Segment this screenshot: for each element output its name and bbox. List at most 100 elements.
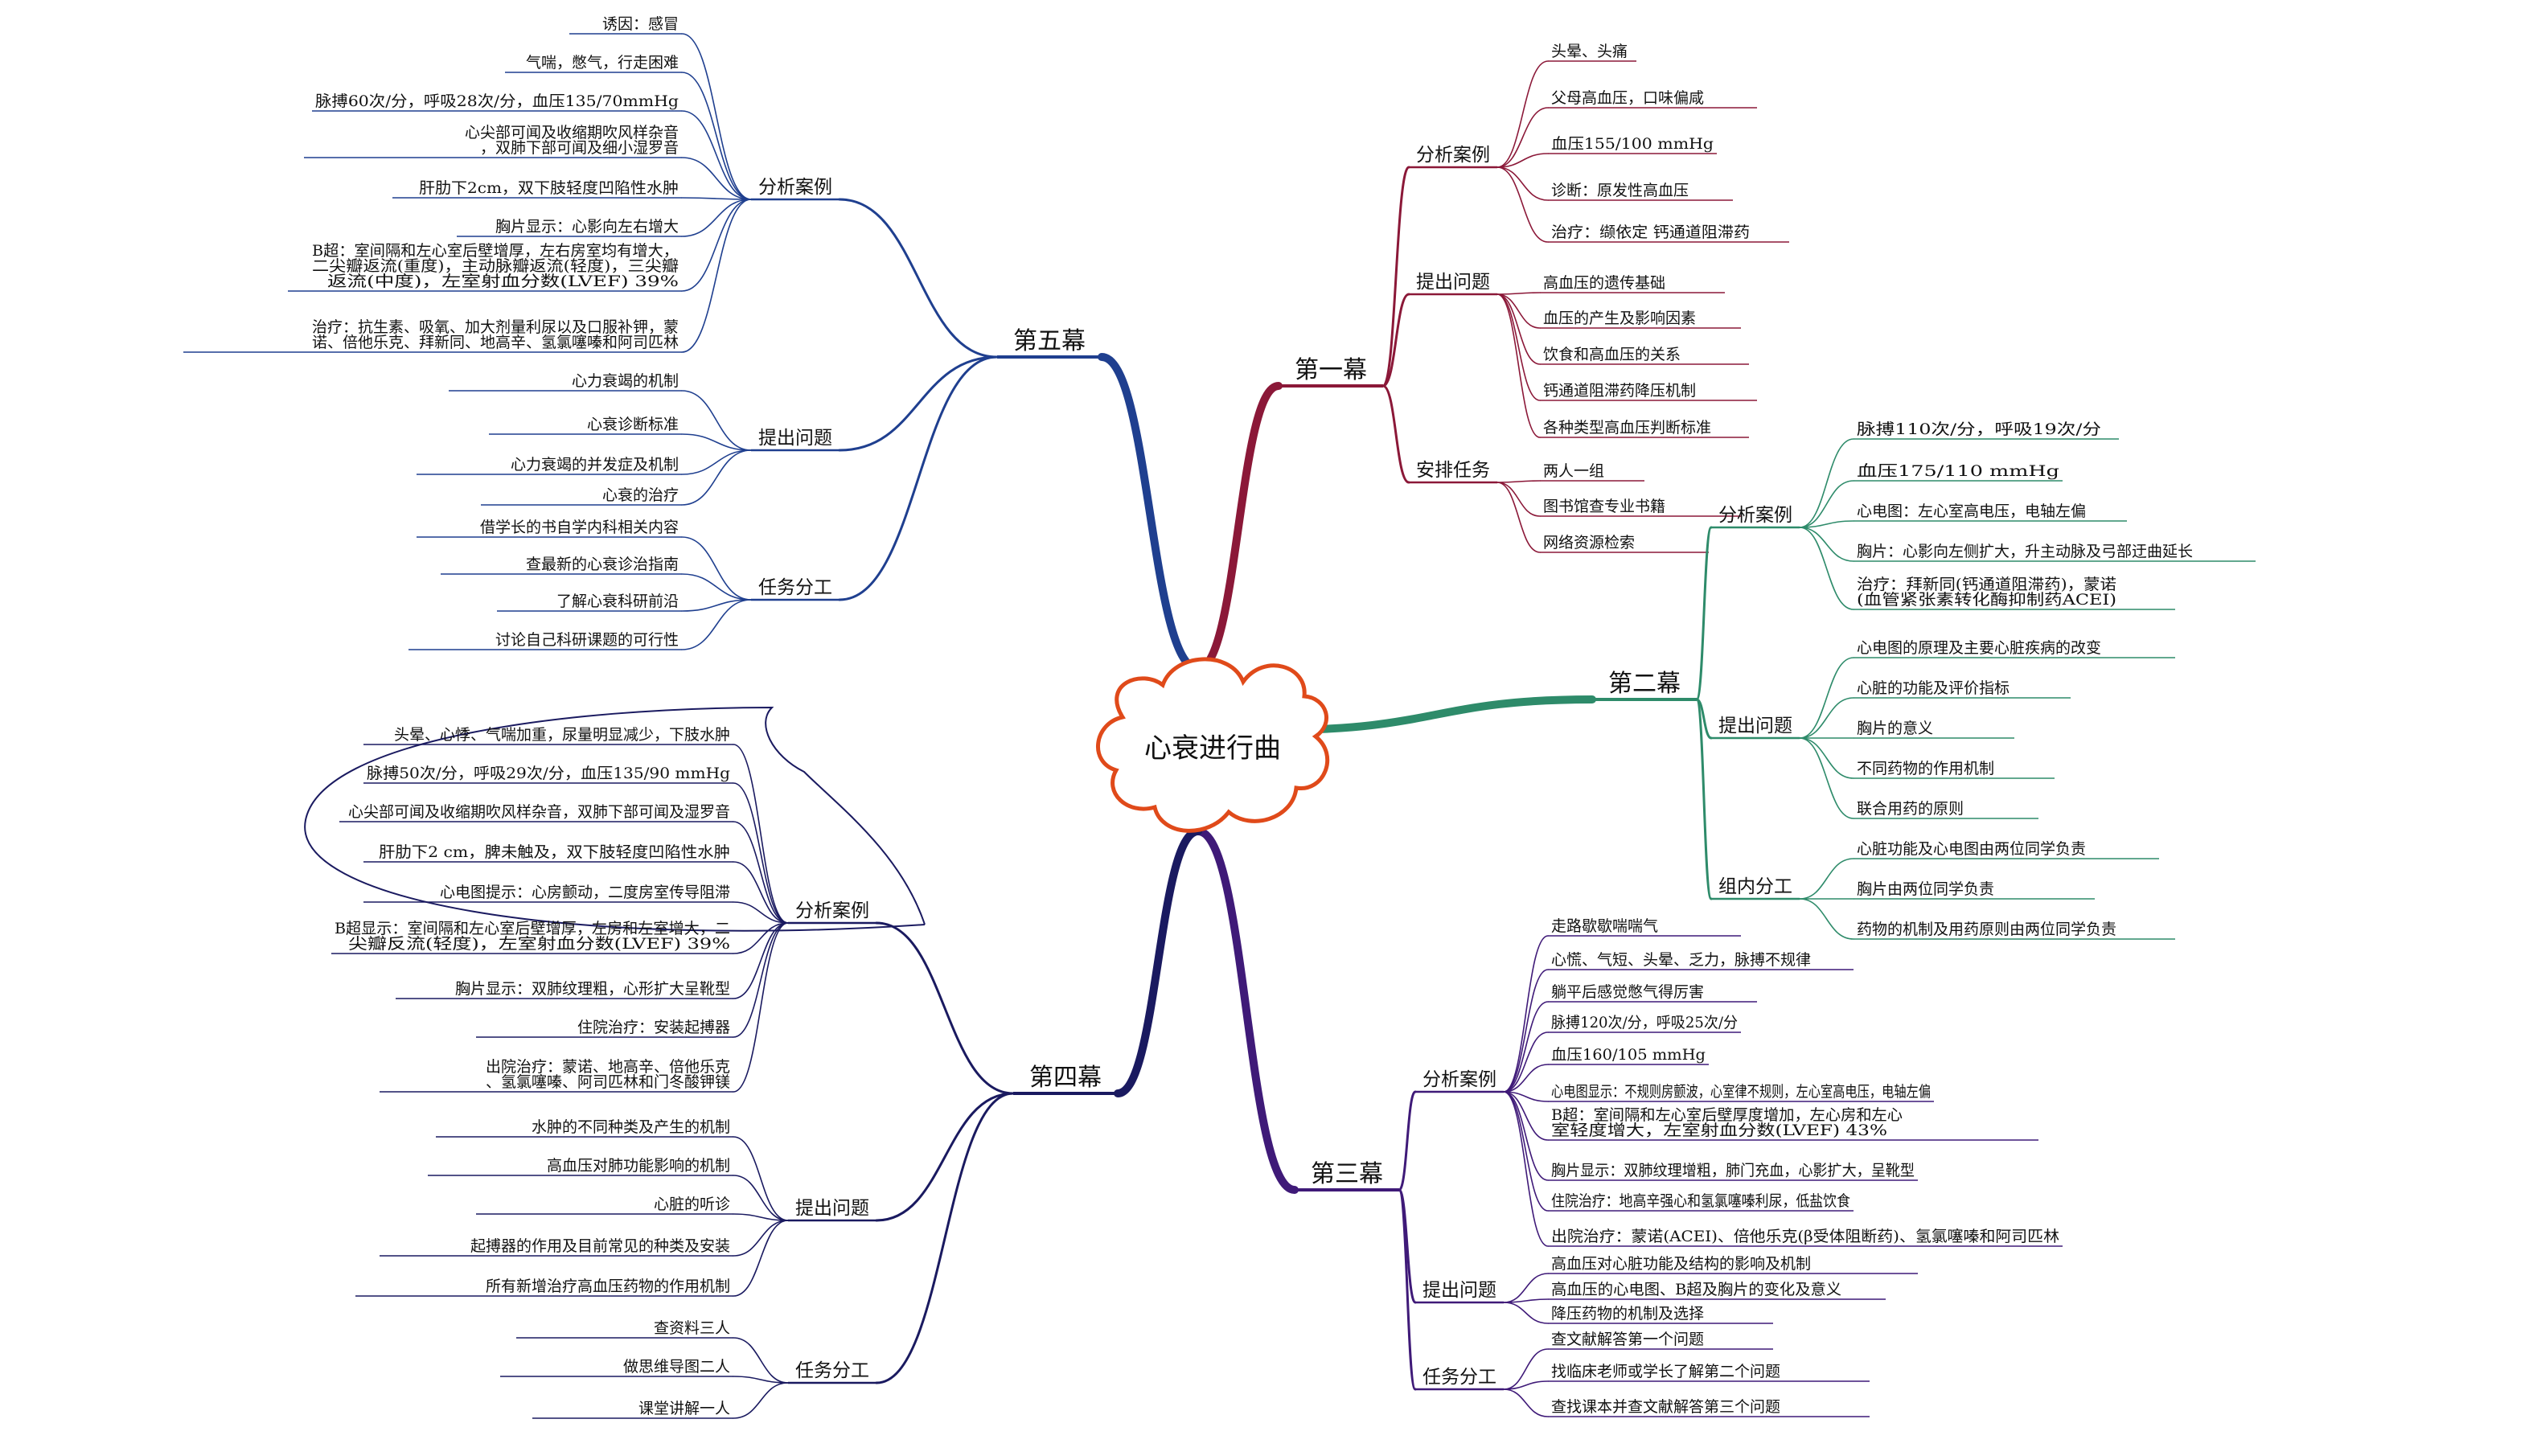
leaf-text: 出院治疗：蒙诺、地高辛、倍他乐克 xyxy=(486,1058,730,1076)
leaf-branch xyxy=(1503,1001,1549,1093)
leaf-branch xyxy=(1496,292,1541,295)
leaf-branch xyxy=(1503,1302,1549,1324)
leaf-text: 心衰诊断标准 xyxy=(587,416,679,433)
leaf-text: 血压160/105 mmHg xyxy=(1551,1046,1706,1064)
group-label: 提出问题 xyxy=(1423,1280,1496,1301)
leaf-text: 心衰的治疗 xyxy=(602,486,679,504)
leaf-text: 诺、倍他乐克、拜新同、地高辛、氢氯噻嗪和阿司匹林 xyxy=(312,334,679,351)
leaf-text: 室轻度增大，左室射血分数(LVEF) 43% xyxy=(1551,1122,1887,1139)
leaf-branch xyxy=(733,1136,789,1221)
group-label: 安排任务 xyxy=(1416,460,1490,481)
leaf-text: 饮食和高血压的关系 xyxy=(1543,346,1681,363)
leaf-text: 所有新增治疗高血压药物的作用机制 xyxy=(486,1278,730,1295)
leaf-text: 血压155/100 mmHg xyxy=(1551,135,1714,153)
leaf-branch xyxy=(1799,438,1854,528)
leaf-branch xyxy=(681,199,752,353)
leaf-branch xyxy=(681,110,752,200)
leaf-text: 治疗：拜新同(钙通道阻滞药)，蒙诺 xyxy=(1857,576,2116,593)
group-branch xyxy=(838,355,999,601)
leaf-branch xyxy=(1503,1380,1549,1390)
leaf-text: 胸片的意义 xyxy=(1857,720,1933,737)
leaf-text: 高血压对肺功能影响的机制 xyxy=(547,1157,730,1175)
leaf-text: 走路歇歇喘喘气 xyxy=(1551,917,1658,935)
leaf-text: 讨论自己科研课题的可行性 xyxy=(495,631,679,649)
leaf-text: 钙通道阻滞药降压机制 xyxy=(1543,382,1696,400)
leaf-branch xyxy=(733,1175,789,1221)
leaf-branch xyxy=(733,922,789,1038)
group-branch xyxy=(875,1092,1015,1384)
leaf-branch xyxy=(681,199,752,237)
act-label-act3: 第三幕 xyxy=(1311,1160,1383,1188)
group-label: 任务分工 xyxy=(1423,1367,1496,1388)
group-branch xyxy=(1398,1188,1417,1391)
group-label: 分析案例 xyxy=(1718,505,1792,526)
leaf-text: B超显示：室间隔和左心室后壁增厚，左房和左室增大，二 xyxy=(335,920,730,937)
leaf-branch xyxy=(1799,480,1854,528)
leaf-branch xyxy=(1799,697,1854,739)
leaf-text: (血管紧张素转化酶抑制药ACEI) xyxy=(1857,591,2116,609)
leaf-text: 肝肋下2cm，双下肢轻度凹陷性水肿 xyxy=(419,179,679,197)
leaf-text: 高血压的心电图、B超及胸片的变化及意义 xyxy=(1551,1281,1841,1298)
leaf-branch xyxy=(1799,737,1854,819)
leaf-text: 胸片由两位同学负责 xyxy=(1857,880,1994,898)
leaf-text: 课堂讲解一人 xyxy=(638,1400,730,1417)
leaf-text: 胸片显示：心影向左右增大 xyxy=(495,218,679,236)
leaf-branch xyxy=(1496,293,1541,365)
leaf-branch xyxy=(1799,898,1854,940)
leaf-text: 心电图提示：心房颤动，二度房室传导阻滞 xyxy=(440,884,730,901)
leaf-branch xyxy=(1496,482,1541,553)
leaf-branch xyxy=(733,861,789,924)
leaf-branch xyxy=(681,449,752,506)
leaf-text: 心力衰竭的并发症及机制 xyxy=(511,456,679,474)
leaf-branch xyxy=(1503,1388,1549,1417)
leaf-branch xyxy=(1496,482,1541,517)
act-label-act1: 第一幕 xyxy=(1295,356,1367,384)
leaf-branch xyxy=(1503,1091,1549,1102)
leaf-branch xyxy=(681,197,752,200)
cloud-shape xyxy=(1096,657,1330,833)
leaf-text: 血压175/110 mmHg xyxy=(1857,462,2059,480)
group-label: 分析案例 xyxy=(795,900,869,921)
leaf-text: 找临床老师或学长了解第二个问题 xyxy=(1551,1363,1780,1380)
group-label: 任务分工 xyxy=(758,577,832,598)
leaf-text: 各种类型高血压判断标准 xyxy=(1543,419,1711,437)
leaf-branch xyxy=(681,449,752,475)
leaf-text: 治疗：抗生素、吸氧、加大剂量利尿以及口服补钾，蒙 xyxy=(312,318,679,336)
leaf-text: 返流(中度)，左室射血分数(LVEF) 39% xyxy=(327,273,679,290)
leaf-branch xyxy=(1496,60,1549,168)
leaf-text: 住院治疗：地高辛强心和氢氯噻嗪利尿，低盐饮食 xyxy=(1551,1192,1850,1210)
leaf-branch xyxy=(733,782,789,924)
leaf-branch xyxy=(1503,1032,1549,1093)
leaf-text: 父母高血压，口味偏咸 xyxy=(1551,89,1704,107)
leaf-branch xyxy=(681,199,752,292)
leaf-branch xyxy=(733,1213,789,1221)
leaf-text: 两人一组 xyxy=(1543,462,1604,480)
leaf-text: B超：室间隔和左心室后壁增厚，左右房室均有增大， xyxy=(312,242,679,260)
leaf-text: 尖瓣反流(轻度)，左室射血分数(LVEF) 39% xyxy=(348,935,730,953)
leaf-text: 查找课本并查文献解答第三个问题 xyxy=(1551,1398,1780,1416)
leaf-branch xyxy=(1503,1348,1549,1390)
leaf-text: 借学长的书自学内科相关内容 xyxy=(480,519,679,536)
leaf-text: 心脏的听诊 xyxy=(654,1196,730,1213)
leaf-text: 不同药物的作用机制 xyxy=(1857,760,1994,777)
leaf-branch xyxy=(733,1337,789,1384)
leaf-branch xyxy=(1799,527,1854,610)
leaf-branch xyxy=(1503,935,1549,1093)
leaf-branch xyxy=(1503,1273,1549,1303)
leaf-text: 降压药物的机制及选择 xyxy=(1551,1305,1704,1323)
leaf-text: 出院治疗：蒙诺(ACEI)、倍他乐克(β受体阻断药)、氢氯噻嗪和阿司匹林 xyxy=(1551,1228,2059,1245)
leaf-text: 胸片：心影向左侧扩大，升主动脉及弓部迂曲延长 xyxy=(1857,543,2193,560)
act-label-act2: 第二幕 xyxy=(1608,670,1681,698)
leaf-text: 查资料三人 xyxy=(654,1319,730,1337)
leaf-branch xyxy=(681,433,752,451)
group-branch xyxy=(875,921,1015,1095)
leaf-text: 治疗：缬依定 钙通道阻滞药 xyxy=(1551,224,1750,241)
leaf-text: 二尖瓣返流(重度)，主动脉瓣返流(轻度)，三尖瓣 xyxy=(312,257,679,275)
leaf-text: 头晕、头痛 xyxy=(1551,43,1628,60)
leaf-branch xyxy=(681,72,752,200)
act-label-act4: 第四幕 xyxy=(1029,1064,1102,1092)
leaf-branch xyxy=(1799,737,1854,779)
leaf-text: 心尖部可闻及收缩期吹风样杂音，双肺下部可闻及湿罗音 xyxy=(348,803,730,821)
leaf-text: 做思维导图二人 xyxy=(623,1358,730,1376)
